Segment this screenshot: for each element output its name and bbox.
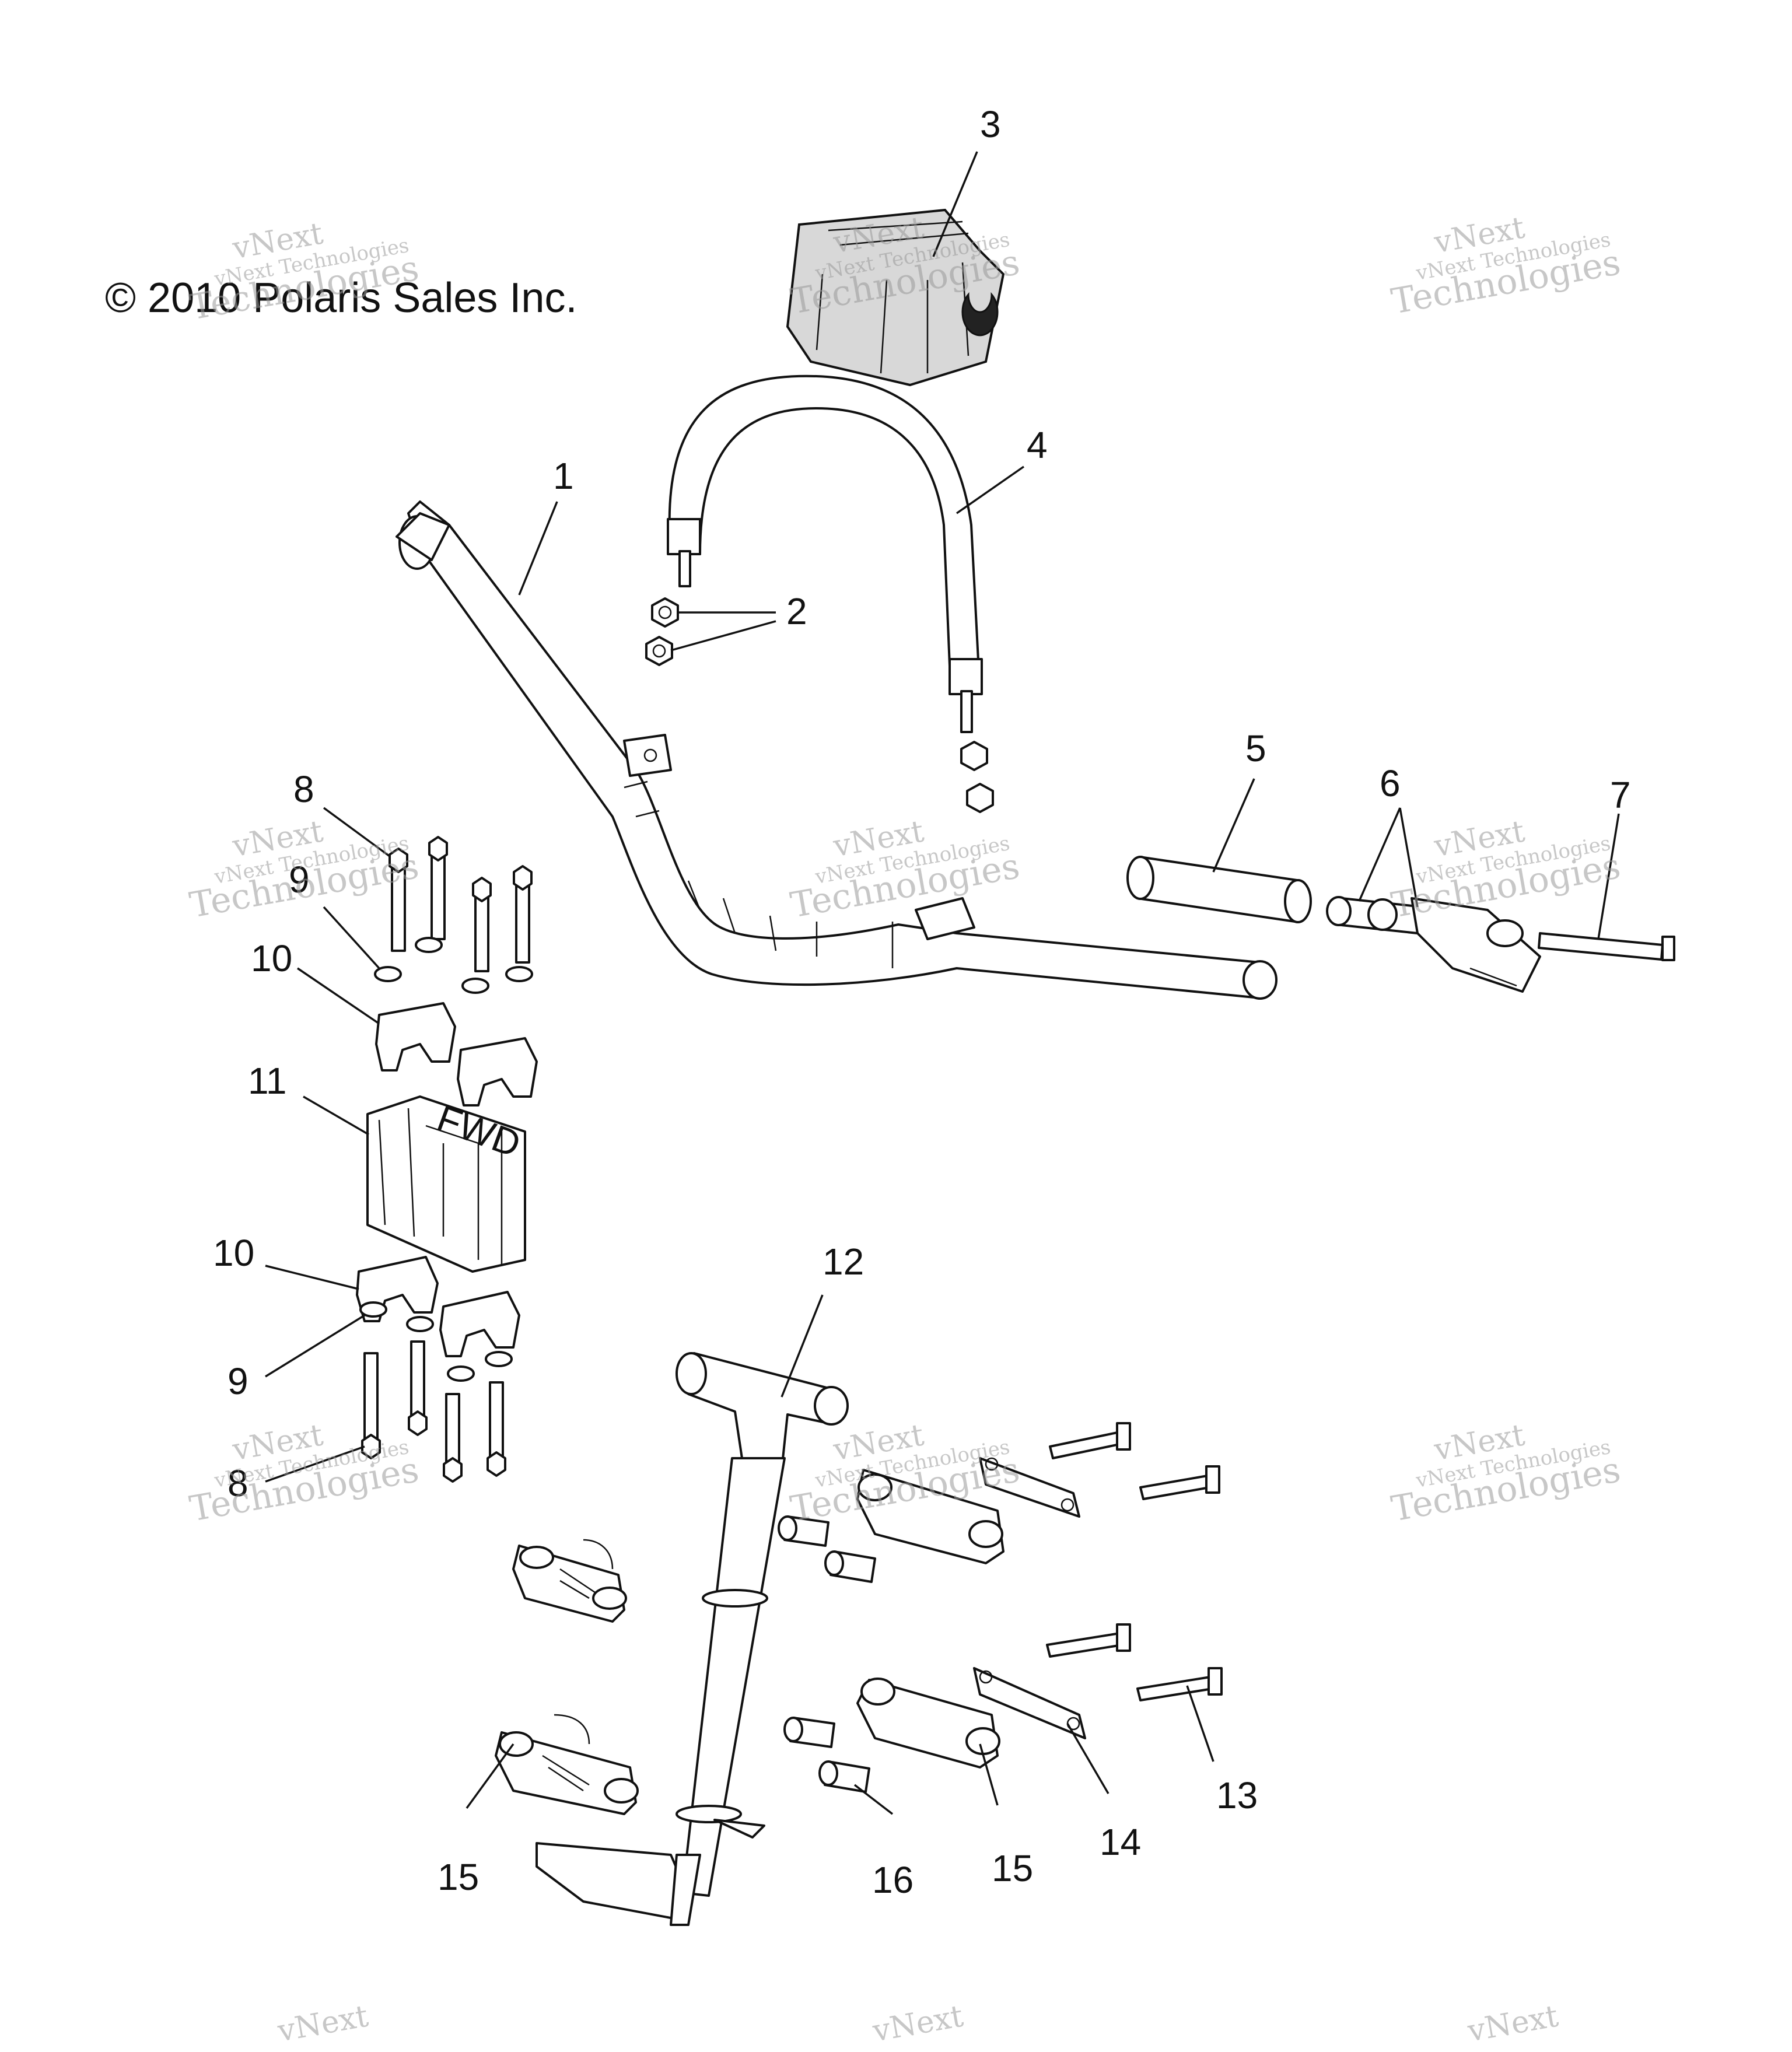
callout-4: 4 [1027,424,1048,466]
part-14-upper-strap [979,1457,1080,1518]
part-4-crossbar [667,374,983,733]
part-11-riser: FWD [366,1095,526,1273]
watermark-11: vNext [870,1999,966,2049]
part-6-bar-ends [1326,896,1541,993]
callout-15-right: 15 [992,1847,1033,1889]
callout-6: 6 [1380,762,1401,804]
callout-12: 12 [822,1241,864,1283]
svg-text:vNext: vNext [1465,1999,1561,2049]
callout-11: 11 [248,1060,286,1102]
watermark-12: vNext [1465,1999,1561,2049]
svg-text:vNext: vNext [275,1999,371,2049]
svg-text:vNext: vNext [870,1999,966,2049]
callout-13: 13 [1216,1774,1258,1816]
watermark-9: vNext Technologies vNext Technologies [1388,1417,1623,1529]
part-9-upper-washers [374,937,533,994]
callout-8-lower: 8 [228,1462,249,1504]
callout-14: 14 [1100,1821,1141,1863]
callout-9-lower: 9 [228,1360,249,1402]
callout-5: 5 [1245,727,1266,769]
part-8-upper-bolts [388,836,533,972]
callout-16: 16 [872,1859,914,1901]
part-9-lower-washers [359,1301,513,1382]
callout-8-upper: 8 [293,768,314,810]
part-16-upper-spacers [778,1515,876,1583]
callout-3: 3 [980,103,1001,145]
watermark-4: vNext Technologies vNext Technologies [187,814,422,926]
part-16-lower-spacers [783,1717,870,1793]
part-15-lower-bushing-left [495,1714,639,1815]
callout-9-upper: 9 [289,859,310,901]
watermarks: vNext Technologies vNext Technologies vN… [187,210,1623,2049]
callout-labels: 1 2 3 4 5 6 7 8 9 10 11 10 9 8 12 13 14 … [213,103,1631,1901]
callout-10-lower: 10 [213,1232,254,1274]
callout-7: 7 [1610,774,1631,816]
callout-15-left: 15 [438,1856,479,1898]
watermark-6: vNext Technologies vNext Technologies [1388,814,1623,926]
callout-1: 1 [553,455,574,497]
part-15-lower-bushing-right [856,1678,1000,1769]
watermark-7: vNext Technologies vNext Technologies [187,1417,422,1529]
watermark-10: vNext [275,1999,371,2049]
part-10-upper-clamps [375,1002,538,1106]
part-7-bolt [1538,932,1675,961]
leader-lines [265,151,1620,1815]
part-15-upper-bushing-right [856,1469,1005,1564]
part-3-handlebar-pad [786,208,1005,387]
callout-10-upper: 10 [251,937,292,979]
part-2-nuts [645,597,994,813]
part-12-steering-post [536,1352,849,1926]
copyright-text: © 2010 Polaris Sales Inc. [105,275,577,321]
callout-2: 2 [786,590,807,632]
part-8-lower-bolts [361,1340,506,1483]
watermark-3: vNext Technologies vNext Technologies [1388,210,1623,322]
part-1-handlebar [396,500,1278,1000]
part-13-lower-bolts [1046,1623,1223,1701]
part-15-upper-bushing-left [512,1539,627,1623]
part-13-upper-bolts [1049,1422,1220,1500]
part-5-grip [1126,856,1312,923]
watermark-5: vNext Technologies vNext Technologies [788,814,1023,926]
